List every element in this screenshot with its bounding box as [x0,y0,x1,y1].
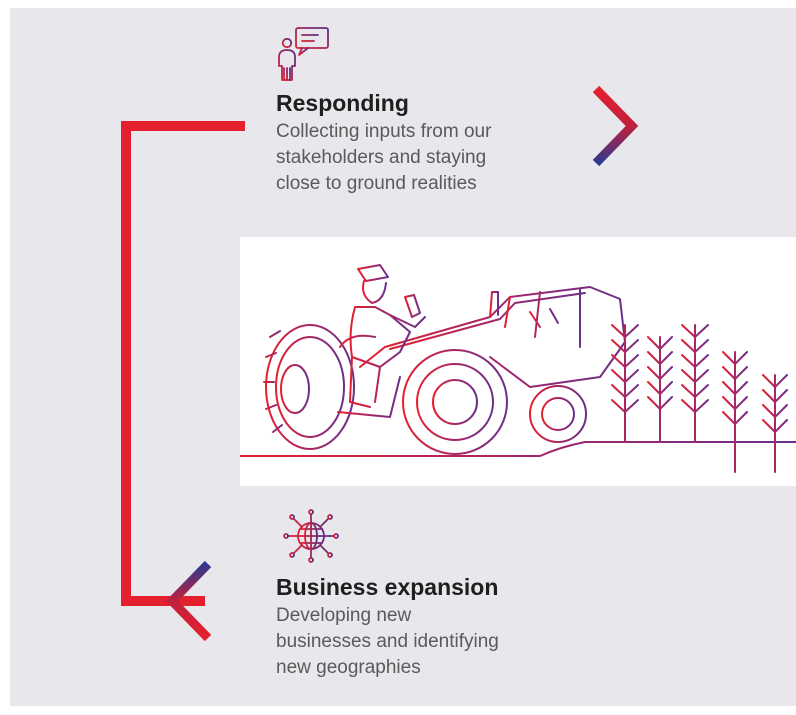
person-speech-bubble-icon [278,27,329,81]
left-bracket-line [121,121,245,606]
business-expansion-description: Developing new businesses and identifyin… [276,605,499,678]
business-expansion-block: Business expansion Developing new busine… [276,573,576,681]
farmer-on-tractor-drawing [239,264,796,473]
bottom-left-arrow [165,560,212,642]
network-globe-icon [283,509,339,563]
responding-description: Collecting inputs from our stakeholders … [276,121,492,194]
responding-block: Responding Collecting inputs from our st… [276,89,576,197]
top-right-arrow [592,85,639,167]
business-expansion-title: Business expansion [276,574,499,600]
responding-title: Responding [276,90,409,116]
tractor-illustration [239,237,796,486]
